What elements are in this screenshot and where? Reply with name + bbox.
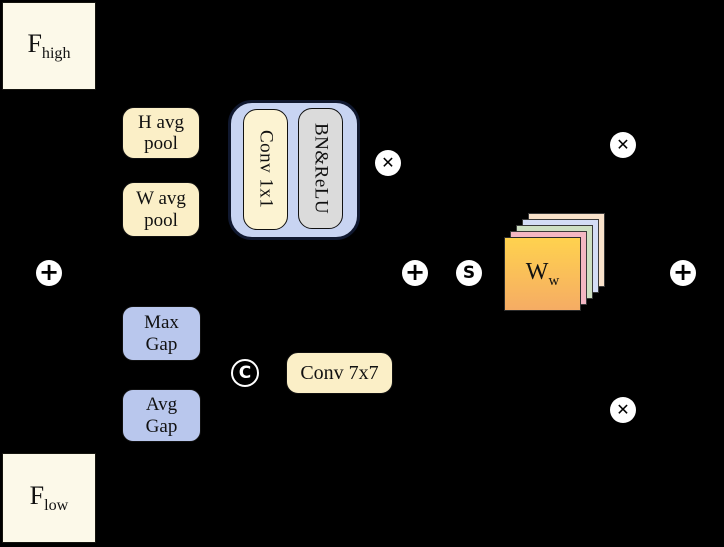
multiply-channel-operator: ✕ bbox=[375, 150, 401, 176]
w-avg-pool-line2: pool bbox=[144, 209, 178, 231]
max-gap-node: Max Gap bbox=[122, 306, 201, 361]
conv-1x1-label: Conv 1x1 bbox=[255, 130, 277, 209]
plus-icon: + bbox=[672, 258, 694, 286]
concat-operator: C bbox=[231, 359, 259, 387]
f-high-node: Fhigh bbox=[2, 2, 96, 90]
plus-icon: + bbox=[38, 258, 60, 286]
split-operator: S bbox=[456, 260, 482, 286]
multiply-icon: ✕ bbox=[616, 400, 630, 419]
add-output-operator: + bbox=[670, 260, 696, 286]
concat-icon: C bbox=[238, 362, 252, 383]
multiply-icon: ✕ bbox=[381, 153, 395, 172]
add-attention-operator: + bbox=[402, 260, 428, 286]
max-gap-line1: Max bbox=[144, 312, 179, 334]
bn-relu-node: BN&ReLU bbox=[298, 108, 343, 229]
max-gap-line2: Gap bbox=[145, 333, 178, 355]
conv-bn-container: Conv 1x1 BN&ReLU bbox=[228, 100, 360, 240]
bn-relu-label: BN&ReLU bbox=[310, 122, 332, 215]
h-avg-pool-line1: H avg bbox=[138, 111, 184, 133]
weight-maps-stack: Ww bbox=[504, 213, 605, 311]
avg-gap-line2: Gap bbox=[145, 415, 178, 437]
multiply-icon: ✕ bbox=[616, 135, 630, 154]
f-low-node: Flow bbox=[2, 453, 96, 543]
w-avg-pool-line1: W avg bbox=[136, 188, 186, 210]
weight-map-label: Ww bbox=[525, 258, 560, 289]
split-icon: S bbox=[462, 262, 476, 283]
avg-gap-line1: Avg bbox=[145, 394, 178, 416]
add-input-operator: + bbox=[36, 260, 62, 286]
multiply-low-operator: ✕ bbox=[610, 397, 636, 423]
weight-map-front: Ww bbox=[504, 237, 581, 311]
plus-icon: + bbox=[404, 258, 426, 286]
conv-7x7-label: Conv 7x7 bbox=[300, 361, 379, 384]
conv-1x1-node: Conv 1x1 bbox=[243, 109, 288, 230]
h-avg-pool-node: H avg pool bbox=[122, 107, 200, 159]
avg-gap-node: Avg Gap bbox=[122, 389, 201, 442]
w-avg-pool-node: W avg pool bbox=[122, 182, 200, 237]
multiply-high-operator: ✕ bbox=[610, 132, 636, 158]
f-high-label: Fhigh bbox=[27, 28, 71, 63]
conv-7x7-node: Conv 7x7 bbox=[286, 352, 393, 394]
f-low-label: Flow bbox=[29, 480, 69, 515]
h-avg-pool-line2: pool bbox=[144, 133, 178, 154]
